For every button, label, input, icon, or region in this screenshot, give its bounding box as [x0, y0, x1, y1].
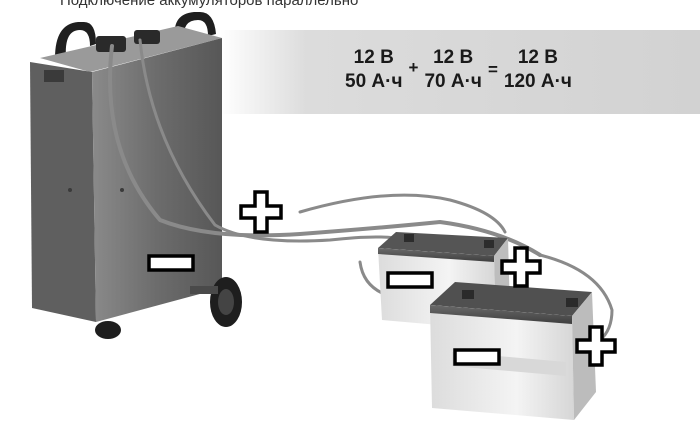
battery-2-spec: 12 В 70 А·ч	[424, 46, 482, 94]
battery-2-minus-marker	[453, 348, 501, 366]
plus-operator: +	[408, 58, 419, 77]
battery-2-voltage: 12 В	[433, 47, 474, 68]
charger-minus-marker	[147, 254, 195, 272]
battery-2-capacity: 70 А·ч	[424, 71, 482, 92]
battery-1-capacity: 50 А·ч	[345, 71, 403, 92]
battery-2	[430, 282, 596, 420]
battery-1-plus-marker	[500, 246, 542, 288]
total-capacity: 120 А·ч	[503, 71, 572, 92]
capacity-equation: 12 В 50 А·ч + 12 В 70 А·ч = 12 В 120 А·ч	[345, 40, 572, 100]
battery-charger	[30, 12, 242, 339]
battery-1-minus-marker	[386, 271, 434, 289]
equation-banner	[220, 30, 700, 114]
battery-1-voltage: 12 В	[353, 47, 394, 68]
connection-cables	[108, 38, 614, 348]
total-voltage: 12 В	[517, 47, 558, 68]
diagram-caption: Подключение аккумуляторов параллельно	[60, 0, 359, 9]
total-spec: 12 В 120 А·ч	[504, 46, 572, 94]
equals-operator: =	[487, 60, 498, 79]
battery-1-spec: 12 В 50 А·ч	[345, 46, 403, 94]
battery-2-plus-marker	[575, 325, 617, 367]
charger-plus-marker	[239, 190, 283, 234]
